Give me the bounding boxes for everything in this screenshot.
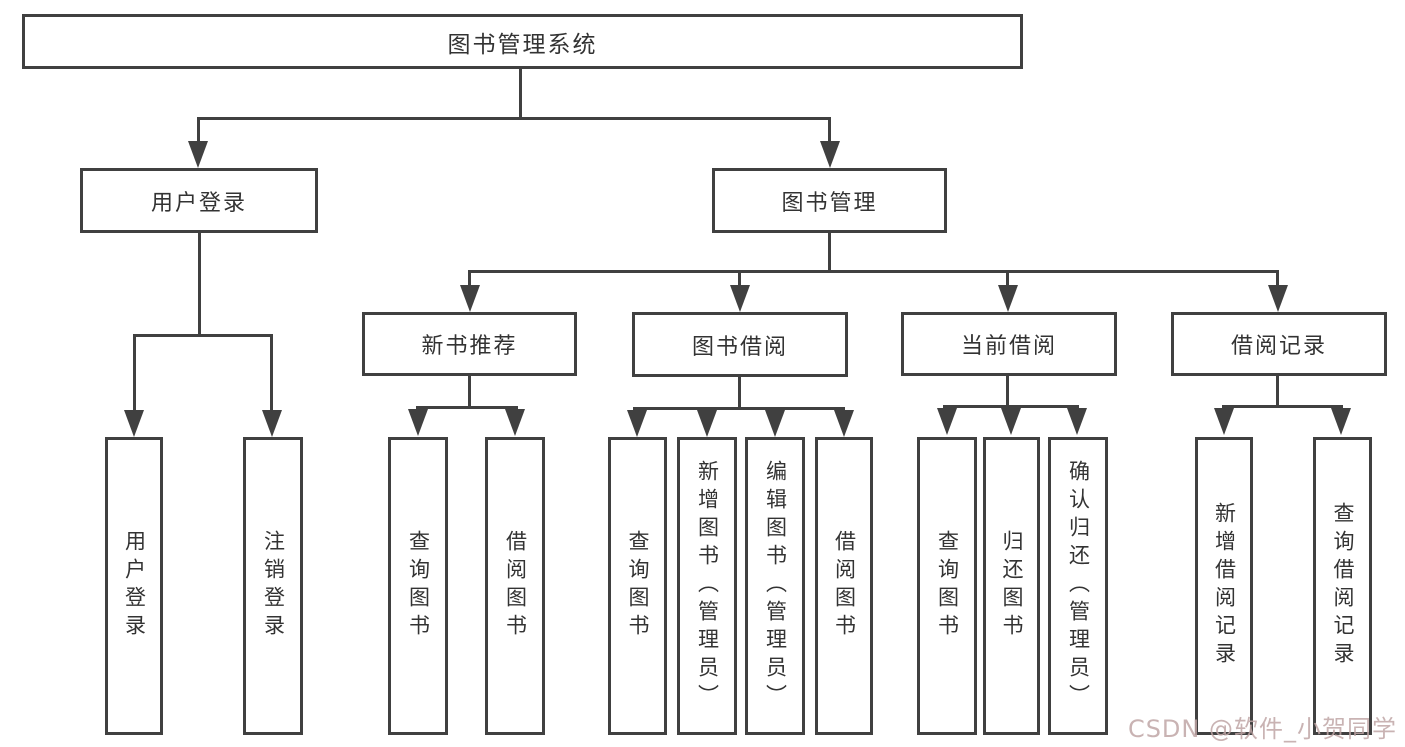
connector — [1276, 272, 1279, 288]
node-new-book-recommend-label: 新书推荐 — [421, 334, 518, 359]
arrow-down-icon — [460, 285, 480, 312]
leaf-logout-login-label: 注销登录 — [261, 530, 286, 642]
leaf-edit-books-admin-label: 编辑图书（管理员） — [763, 460, 788, 712]
node-borrow-records: 借阅记录 — [1171, 312, 1387, 376]
arrow-down-icon — [124, 410, 144, 437]
connector — [1006, 374, 1009, 407]
leaf-add-borrow-record: 新增借阅记录 — [1195, 437, 1253, 735]
arrow-down-icon — [1331, 408, 1351, 435]
connector — [1276, 374, 1279, 407]
leaf-query-books-3-label: 查询图书 — [935, 530, 960, 642]
connector — [468, 270, 1279, 273]
arrow-down-icon — [730, 285, 750, 312]
connector — [270, 334, 273, 412]
connector — [738, 375, 741, 409]
csdn-watermark: CSDN @软件_小贺同学 — [1127, 715, 1397, 743]
arrow-down-icon — [697, 410, 717, 437]
arrow-down-icon — [820, 141, 840, 168]
arrow-down-icon — [765, 410, 785, 437]
arrow-down-icon — [188, 141, 208, 168]
connector — [416, 406, 518, 409]
connector — [468, 374, 471, 408]
leaf-add-borrow-record-label: 新增借阅记录 — [1212, 502, 1237, 670]
leaf-confirm-return-admin: 确认归还（管理员） — [1048, 437, 1108, 735]
arrow-down-icon — [1067, 408, 1087, 435]
leaf-return-books-label: 归还图书 — [1000, 530, 1024, 642]
arrow-down-icon — [937, 408, 957, 435]
leaf-query-books-1-label: 查询图书 — [406, 530, 431, 642]
leaf-add-books-admin-label: 新增图书（管理员） — [695, 460, 720, 712]
leaf-borrow-books-1: 借阅图书 — [485, 437, 545, 735]
leaf-query-books-2: 查询图书 — [608, 437, 667, 735]
connector — [197, 117, 831, 120]
leaf-borrow-books-2-label: 借阅图书 — [832, 530, 857, 642]
leaf-query-borrow-record-label: 查询借阅记录 — [1331, 502, 1355, 670]
connector — [133, 334, 136, 412]
arrow-down-icon — [998, 285, 1018, 312]
leaf-borrow-books-2: 借阅图书 — [815, 437, 873, 735]
node-borrow-records-label: 借阅记录 — [1230, 334, 1327, 359]
node-book-borrow-label: 图书借阅 — [691, 334, 788, 360]
connector — [198, 231, 201, 335]
connector — [133, 334, 273, 337]
node-user-login: 用户登录 — [80, 168, 318, 233]
node-book-management-label: 图书管理 — [781, 190, 878, 216]
connector — [738, 272, 741, 288]
connector — [1222, 405, 1343, 408]
leaf-confirm-return-admin-label: 确认归还（管理员） — [1066, 460, 1091, 712]
connector — [633, 407, 845, 410]
arrow-down-icon — [1214, 408, 1234, 435]
arrow-down-icon — [408, 409, 428, 436]
node-root: 图书管理系统 — [22, 14, 1023, 69]
node-book-management: 图书管理 — [712, 168, 947, 233]
arrow-down-icon — [627, 410, 647, 437]
leaf-query-books-1: 查询图书 — [388, 437, 448, 735]
leaf-query-books-2-label: 查询图书 — [626, 530, 650, 642]
leaf-borrow-books-1-label: 借阅图书 — [503, 530, 528, 642]
arrow-down-icon — [505, 409, 525, 436]
leaf-query-books-3: 查询图书 — [917, 437, 977, 735]
leaf-return-books: 归还图书 — [983, 437, 1040, 735]
connector — [828, 231, 831, 272]
node-current-borrow: 当前借阅 — [901, 312, 1117, 376]
connector — [468, 272, 471, 288]
node-root-label: 图书管理系统 — [447, 31, 598, 58]
leaf-query-borrow-record: 查询借阅记录 — [1313, 437, 1372, 735]
leaf-user-login: 用户登录 — [105, 437, 163, 735]
connector — [197, 117, 200, 143]
leaf-edit-books-admin: 编辑图书（管理员） — [745, 437, 805, 735]
connector — [519, 67, 522, 119]
leaf-add-books-admin: 新增图书（管理员） — [677, 437, 737, 735]
leaf-user-login-label: 用户登录 — [122, 530, 147, 642]
node-book-borrow: 图书借阅 — [632, 312, 848, 377]
connector — [828, 117, 831, 143]
node-current-borrow-label: 当前借阅 — [960, 334, 1057, 359]
leaf-logout-login: 注销登录 — [243, 437, 303, 735]
connector — [1006, 272, 1009, 288]
arrow-down-icon — [1268, 285, 1288, 312]
arrow-down-icon — [834, 410, 854, 437]
arrow-down-icon — [1001, 408, 1021, 435]
node-new-book-recommend: 新书推荐 — [362, 312, 577, 376]
arrow-down-icon — [262, 410, 282, 437]
connector — [943, 405, 1079, 408]
node-user-login-label: 用户登录 — [150, 190, 247, 216]
